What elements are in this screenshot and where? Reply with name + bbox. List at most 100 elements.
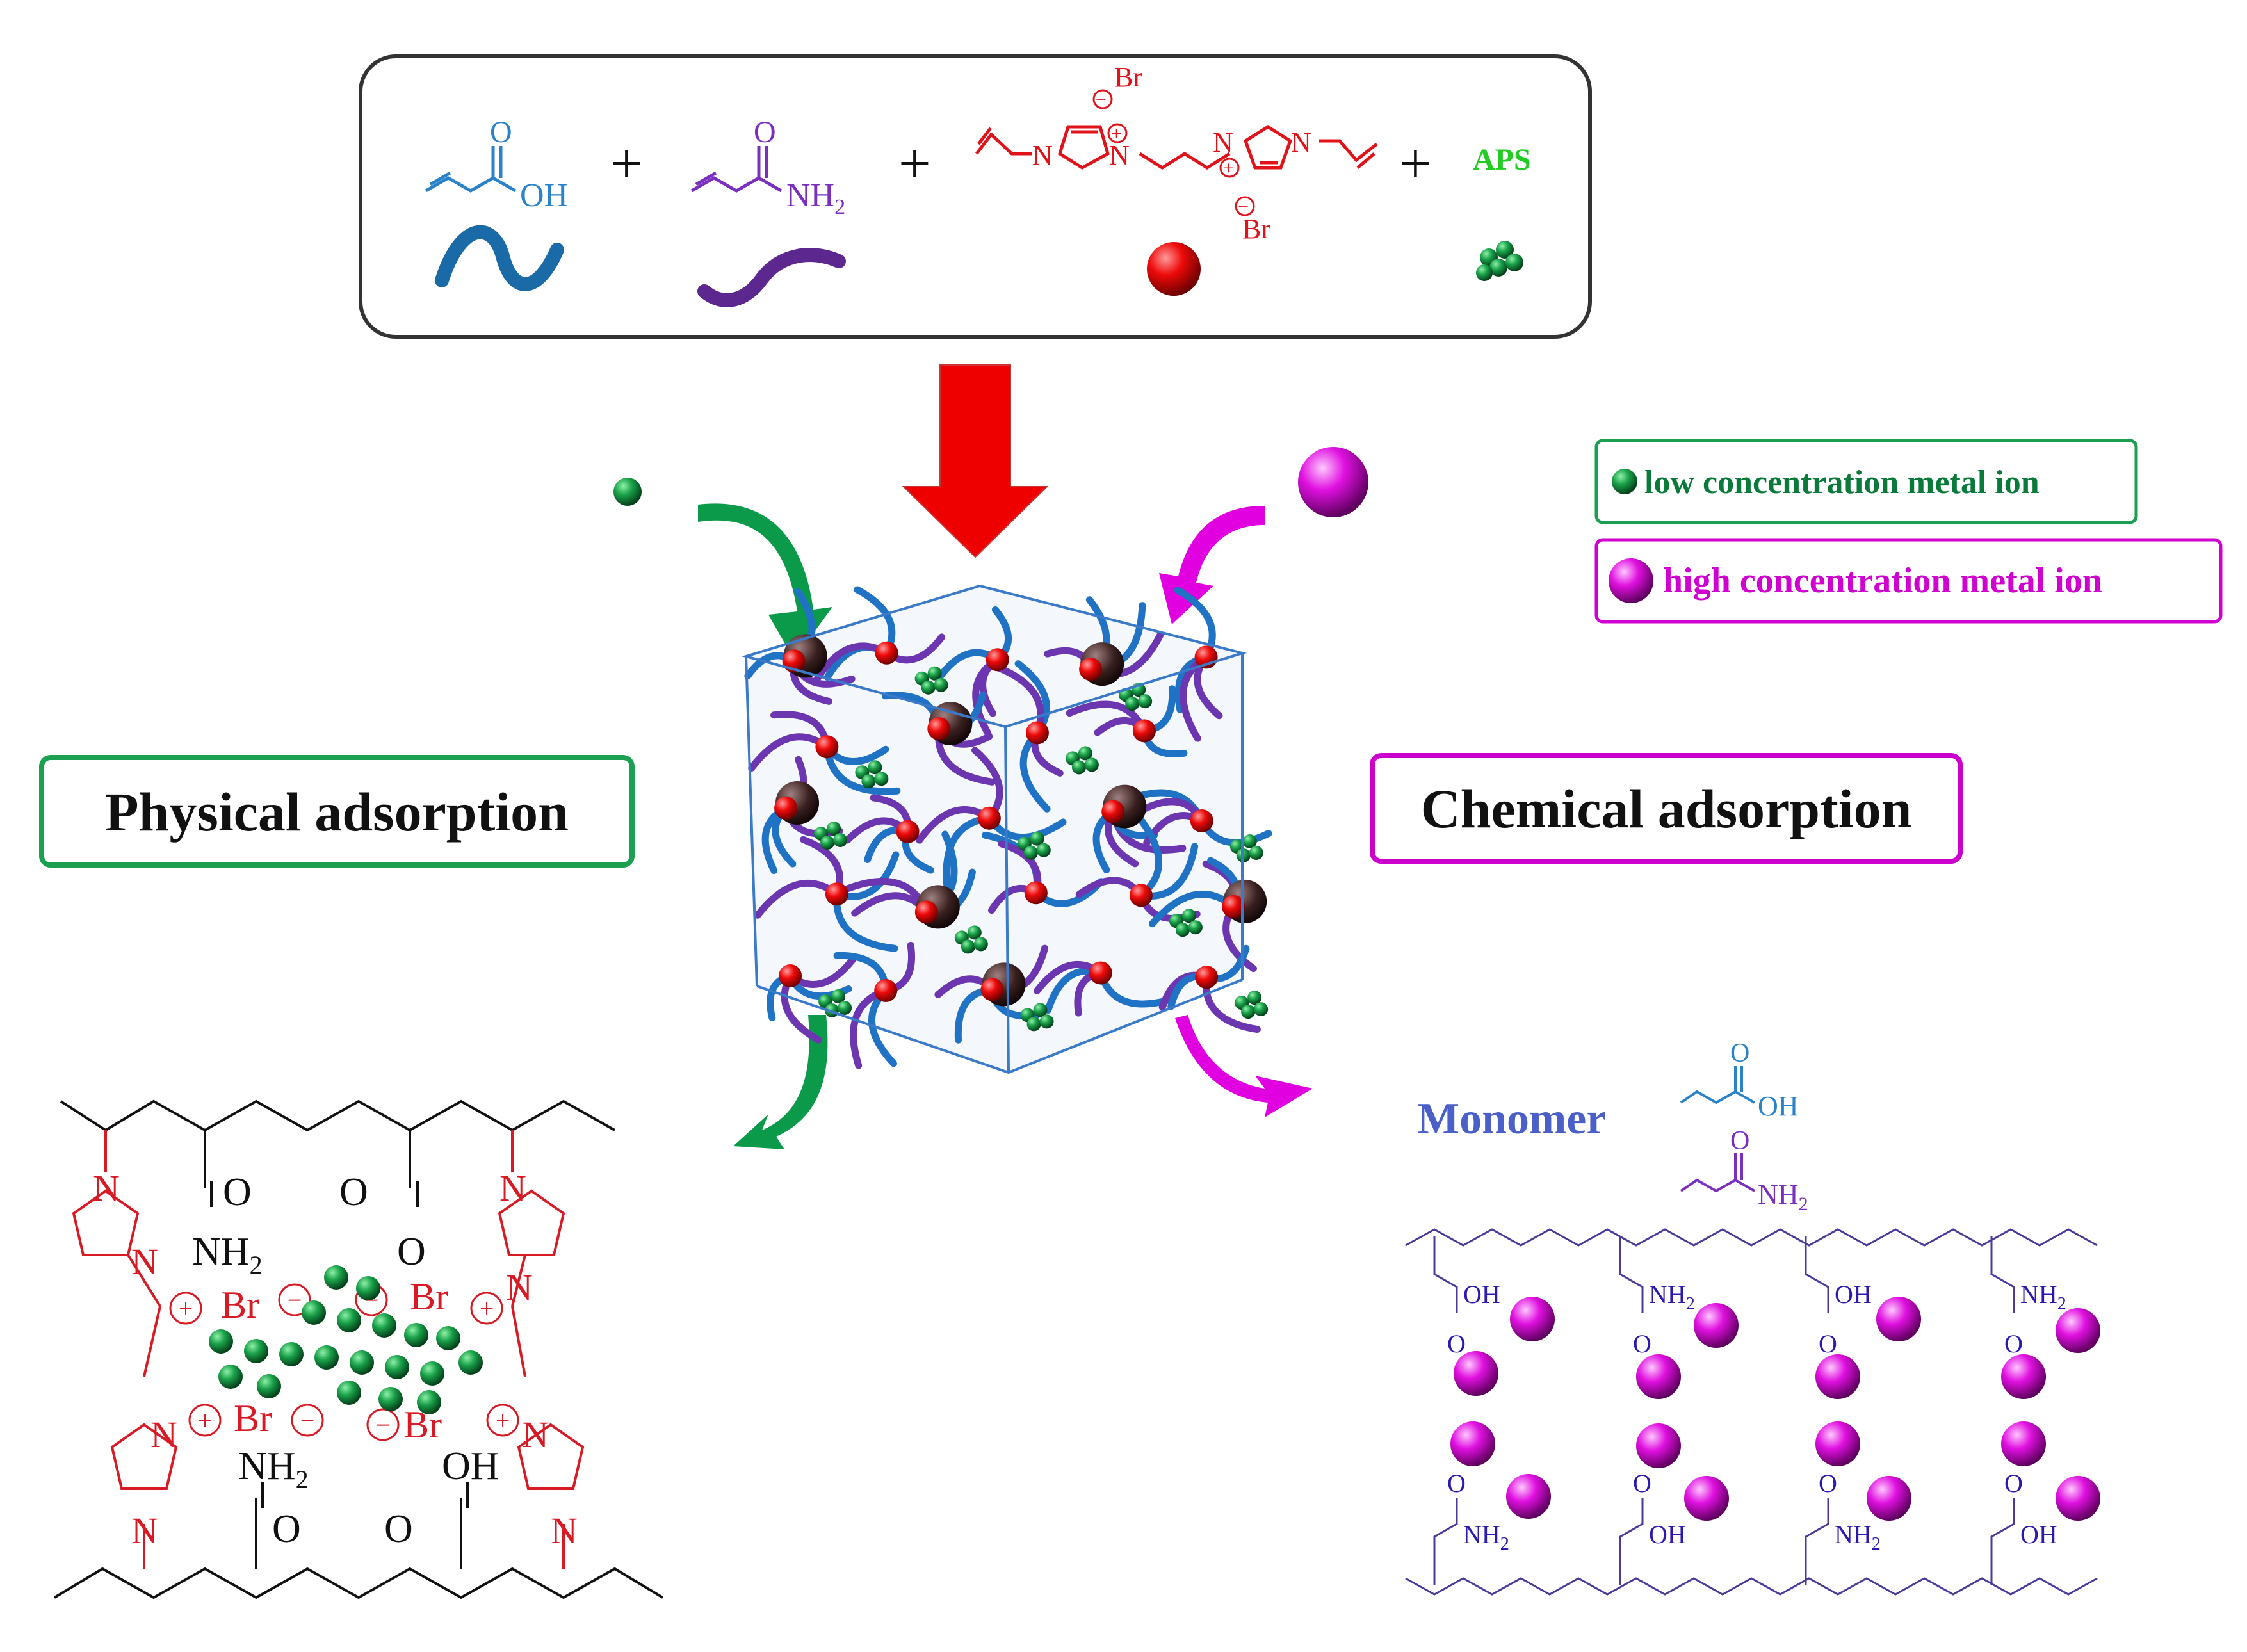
- aps-particle: [1084, 757, 1099, 772]
- adsorbed-low-concentration-ions: [209, 1265, 483, 1414]
- aps-particle: [838, 1001, 852, 1016]
- crosslinker-plus-2: +: [1223, 158, 1234, 179]
- side-group-bond: [1990, 1498, 2015, 1585]
- crosslink-node: [1089, 961, 1112, 985]
- aps-particle: [973, 937, 988, 952]
- crosslink-node: [986, 648, 1009, 672]
- acrylamide-o: O: [754, 115, 776, 149]
- aps-particle: [820, 836, 835, 850]
- phys-n-5: N: [499, 1167, 526, 1209]
- charge-symbol: +: [480, 1294, 494, 1323]
- aps-particle: [1039, 1014, 1054, 1029]
- aps-particle: [827, 822, 841, 836]
- side-group-label: OH: [1649, 1520, 1686, 1549]
- crosslink-node: [874, 979, 898, 1003]
- legend-high-label: high concentration metal ion: [1663, 561, 2102, 601]
- chemical-adsorption-box: Chemical adsorption: [1370, 753, 1963, 864]
- crosslink-node: [1024, 881, 1048, 905]
- low-concentration-ion: [356, 1276, 380, 1300]
- crosslinker-minus-1: −: [1096, 89, 1107, 110]
- aps-particle: [831, 989, 846, 1004]
- high-concentration-ion: [1636, 1354, 1681, 1399]
- magenta-metal-ion-icon: [1298, 447, 1368, 517]
- charge-circle: [278, 1283, 311, 1316]
- phys-o-2: O: [339, 1170, 368, 1214]
- aps-particle: [1036, 843, 1051, 857]
- monomer-am-o: O: [1730, 1126, 1749, 1156]
- phys-nh2-1: NH2: [192, 1230, 263, 1279]
- phys-br-3: Br: [234, 1397, 272, 1439]
- high-concentration-ion: [1454, 1351, 1498, 1396]
- cube-edges: [741, 584, 1247, 1074]
- phys-o-5: O: [384, 1507, 413, 1551]
- aps-particle: [1071, 760, 1086, 775]
- charge-circle: [470, 1292, 503, 1325]
- acrylic-acid-oh: OH: [520, 177, 568, 214]
- high-concentration-ion: [1510, 1297, 1555, 1341]
- crosslink-node: [1079, 658, 1103, 681]
- phys-br-2: Br: [410, 1275, 448, 1318]
- crosslink-node: [927, 717, 951, 741]
- side-group-label: NH2: [1463, 1520, 1509, 1554]
- magenta-curved-arrow-out: [1175, 1015, 1313, 1117]
- phys-oh: OH: [442, 1445, 499, 1488]
- low-concentration-ion: [378, 1387, 403, 1411]
- legend: low concentration metal ion high concent…: [1594, 439, 2223, 624]
- aps-particle: [1026, 1017, 1041, 1032]
- physical-adsorption-box: Physical adsorption: [39, 755, 635, 868]
- carbonyl-o: O: [1447, 1329, 1466, 1358]
- high-concentration-ion: [1815, 1421, 1860, 1466]
- aps-particle: [1030, 831, 1044, 846]
- aps-particle: [1242, 834, 1257, 849]
- aps-particle: [967, 925, 982, 940]
- low-concentration-ion: [324, 1265, 348, 1290]
- legend-low-icon: [1612, 469, 1637, 494]
- acrylamide-nh2: NH2: [786, 177, 845, 219]
- high-concentration-ion: [1867, 1476, 1911, 1521]
- high-concentration-ion: [2056, 1476, 2100, 1521]
- acrylamide-structure: [690, 146, 783, 193]
- phys-n-8: N: [551, 1510, 578, 1551]
- carbonyl-o: O: [2004, 1469, 2023, 1498]
- low-concentration-ion: [244, 1339, 268, 1363]
- crosslink-node: [1195, 966, 1219, 989]
- charge-symbol: −: [300, 1406, 315, 1435]
- chemical-adsorption-label: Chemical adsorption: [1421, 778, 1912, 839]
- plus-sign-1: +: [610, 132, 643, 195]
- monomer-aa-oh: OH: [1758, 1090, 1799, 1122]
- crosslink-node: [825, 882, 848, 906]
- aps-particle: [1181, 909, 1196, 923]
- acrylic-acid-structure: [425, 146, 517, 193]
- side-group-bond: [1619, 1236, 1644, 1313]
- carbonyl-o: O: [1447, 1469, 1466, 1498]
- crosslink-node: [875, 641, 898, 665]
- phys-n-3: N: [150, 1414, 177, 1455]
- high-concentration-ion: [1506, 1474, 1551, 1519]
- crosslink-node: [1129, 884, 1153, 907]
- top-polymer-chain: [1405, 1228, 2098, 1247]
- side-group-bond: [1433, 1498, 1458, 1585]
- carbonyl-o: O: [1633, 1329, 1651, 1358]
- crosslinker-br-2: Br: [1242, 213, 1270, 245]
- phys-n-1: N: [93, 1167, 120, 1209]
- low-concentration-ion: [218, 1365, 243, 1389]
- aps-label: APS: [1473, 143, 1531, 177]
- aps-particle: [934, 677, 948, 692]
- low-concentration-ion: [372, 1313, 396, 1338]
- aps-particle: [1023, 845, 1038, 860]
- high-concentration-ion: [1684, 1476, 1729, 1521]
- low-concentration-ion: [417, 1390, 441, 1414]
- crosslink-node: [1101, 800, 1125, 823]
- high-concentration-ion: [1636, 1423, 1681, 1468]
- aps-particle: [1247, 991, 1262, 1005]
- crosslink-nodes: [774, 634, 1267, 1007]
- crosslink-node: [896, 820, 920, 843]
- crosslink-node: [779, 964, 802, 988]
- phys-o-4: O: [272, 1507, 301, 1551]
- crosslinker-structure: [975, 125, 1378, 170]
- high-concentration-ion: [2001, 1421, 2046, 1466]
- bound-high-concentration-ions: [1450, 1297, 2100, 1521]
- high-concentration-ion: [1694, 1303, 1739, 1348]
- crosslinker-n4: N: [1291, 127, 1311, 158]
